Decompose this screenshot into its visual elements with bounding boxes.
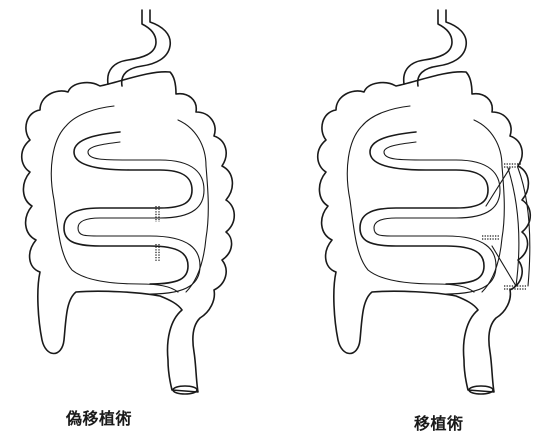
large-intestine-outline: [22, 72, 235, 392]
small-intestine-loops: [360, 132, 500, 294]
sham-transplant-caption: 偽移植術: [66, 405, 132, 429]
small-intestine-loops: [64, 132, 204, 294]
sham-transplant-diagram: [22, 10, 235, 394]
large-intestine-outline: [318, 72, 531, 392]
large-intestine-inner-wall: [51, 106, 208, 292]
transplant-caption: 移植術: [414, 410, 464, 434]
stomach-outline: [108, 10, 171, 86]
transplanted-segment: [486, 168, 530, 286]
transplant-diagram: [318, 10, 531, 394]
suture-marks: [156, 206, 159, 262]
large-intestine-inner-wall: [347, 106, 504, 292]
stomach-outline: [404, 10, 467, 86]
